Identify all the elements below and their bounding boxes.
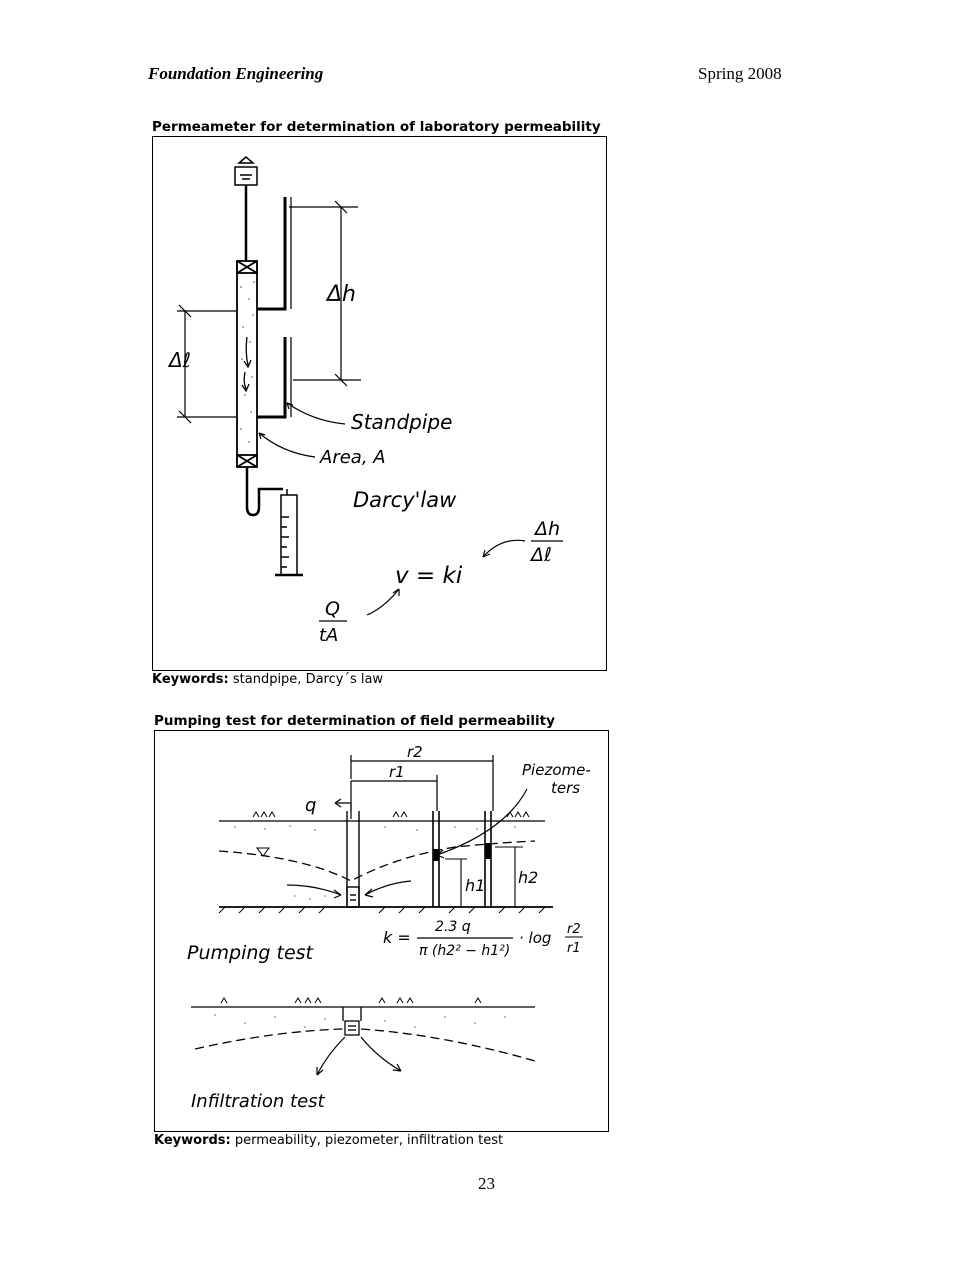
q-label: q	[305, 795, 316, 816]
pumping-test-figure: r2 r1 Piezome- ters q	[154, 730, 609, 1132]
figure-2-title: Pumping test for determination of field …	[154, 713, 555, 729]
darcy-equation: v = ki	[395, 563, 463, 589]
pumping-test-label: Pumping test	[187, 942, 315, 964]
formula-ratio-denominator: r1	[567, 941, 581, 956]
keywords-text: standpipe, Darcy´s law	[228, 672, 384, 687]
gradient-numerator: Δh	[533, 518, 560, 540]
formula-denominator: π (h2² − h1²)	[419, 943, 510, 959]
formula-log: · log	[519, 929, 551, 947]
figure-1-keywords: Keywords: standpipe, Darcy´s law	[152, 672, 383, 687]
page-number: 23	[478, 1174, 495, 1193]
permeameter-figure: Δh Δℓ Standpipe Area, A Darcy'	[152, 136, 607, 671]
r1-label: r1	[389, 763, 405, 781]
delta-h-label: Δh	[325, 282, 356, 307]
r2-label: r2	[407, 743, 423, 761]
darcy-law-label: Darcy'law	[353, 488, 457, 512]
formula-ratio-numerator: r2	[567, 922, 581, 937]
h2-label: h2	[518, 868, 538, 887]
gradient-denominator: Δℓ	[529, 544, 552, 566]
course-title: Foundation Engineering	[148, 64, 324, 83]
formula-k: k =	[383, 928, 411, 947]
delta-l-label: Δℓ	[167, 348, 191, 372]
h1-label: h1	[465, 876, 485, 895]
keywords-text: permeability, piezometer, infiltration t…	[230, 1133, 504, 1148]
piezometers-label-1: Piezome-	[522, 761, 591, 779]
formula-numerator: 2.3 q	[435, 919, 471, 935]
area-label: Area, A	[319, 447, 386, 468]
infiltration-test-label: Infiltration test	[191, 1091, 326, 1112]
standpipe-label: Standpipe	[351, 410, 452, 434]
flow-numerator: Q	[325, 598, 340, 620]
keywords-label: Keywords:	[152, 672, 229, 687]
term-label: Spring 2008	[698, 64, 782, 83]
flow-denominator: tA	[319, 625, 338, 646]
figure-2-keywords: Keywords: permeability, piezometer, infi…	[154, 1133, 503, 1148]
figure-1-title: Permeameter for determination of laborat…	[152, 119, 601, 135]
keywords-label: Keywords:	[154, 1133, 231, 1148]
permeameter-diagram: Δh Δℓ Standpipe Area, A Darcy'	[167, 156, 563, 646]
piezometers-label-2: ters	[551, 779, 580, 797]
pumping-test-diagram: r2 r1 Piezome- ters q	[187, 743, 591, 1112]
